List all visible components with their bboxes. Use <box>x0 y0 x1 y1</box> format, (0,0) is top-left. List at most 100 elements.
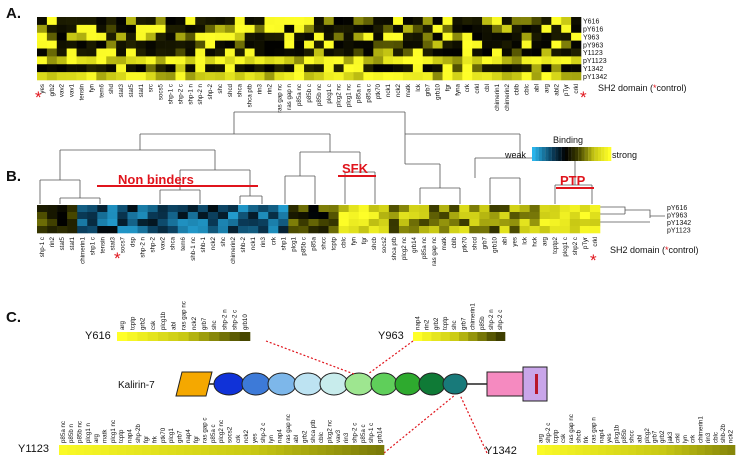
bar-label: socs2 <box>227 426 234 443</box>
column-label: fyna <box>454 83 461 95</box>
heatmap-cell <box>254 48 265 57</box>
heatmap-cell <box>224 72 236 81</box>
heatmap-cell <box>571 32 582 41</box>
bar-label: rin2 <box>424 319 431 330</box>
heatmap-cell <box>274 24 285 34</box>
column-label: crk <box>270 236 277 245</box>
column-label: lck <box>415 83 422 91</box>
bar-segment <box>159 445 168 455</box>
column-label: plcg1 c <box>562 237 569 257</box>
heatmap-cell <box>489 212 500 220</box>
bar-label: plcg1b <box>613 424 620 443</box>
column-label: arg <box>542 236 549 246</box>
heatmap-cell <box>185 40 196 49</box>
bar-segment <box>127 332 138 341</box>
y1123-site-label: Y1123 <box>18 443 49 455</box>
sfk-label: SFK <box>342 161 369 176</box>
heatmap-cell <box>177 226 189 234</box>
heatmap-cell <box>439 226 450 234</box>
heatmap-cell <box>491 17 503 26</box>
bar-segment <box>582 445 591 455</box>
legend-weak: weak <box>504 150 527 160</box>
spectrin-repeat-4 <box>293 372 323 396</box>
heatmap-cell <box>107 226 118 234</box>
heatmap-cell <box>419 226 430 234</box>
heatmap-cell <box>422 32 433 41</box>
heatmap-cell <box>422 64 433 73</box>
heatmap-cell <box>338 205 349 213</box>
spectrin-repeat-8 <box>394 372 422 396</box>
heatmap-cell <box>482 64 493 73</box>
column-label: grb14 <box>411 236 418 252</box>
heatmap-cell <box>86 72 97 81</box>
heatmap-cell <box>358 205 370 213</box>
column-label: p85a <box>310 236 317 250</box>
heatmap-cell <box>363 72 374 81</box>
heatmap-cell <box>207 205 219 213</box>
column-label: shca <box>170 236 177 250</box>
heatmap-cell <box>177 219 189 227</box>
heatmap-cell <box>37 64 48 73</box>
column-label: shp-1 c <box>39 237 46 257</box>
panel-a-heatmap <box>37 17 582 81</box>
heatmap-cell <box>348 205 360 213</box>
heatmap-cell <box>294 72 305 81</box>
heatmap-cell <box>393 56 404 65</box>
heatmap-cell <box>264 40 275 49</box>
heatmap-cell <box>429 219 440 227</box>
heatmap-cell <box>422 17 433 26</box>
heatmap-cell <box>165 72 176 81</box>
heatmap-cell <box>126 40 137 49</box>
column-label: chimerin1 <box>79 236 86 263</box>
column-label: chimerin1 <box>494 83 501 110</box>
bar-label: fgr <box>193 436 200 443</box>
heatmap-cell <box>348 212 360 220</box>
heatmap-cell <box>177 205 189 213</box>
heatmap-cell <box>76 48 87 57</box>
bar-segment <box>242 445 251 455</box>
heatmap-cell <box>268 212 279 220</box>
heatmap-cell <box>482 17 493 26</box>
bar-label: nck2 <box>728 429 735 443</box>
bar-segment <box>359 445 368 455</box>
heatmap-cell <box>479 212 490 220</box>
heatmap-cell <box>56 72 67 81</box>
legend-swatch <box>588 147 592 161</box>
column-label: tensin <box>99 236 106 253</box>
heatmap-cell <box>569 212 581 220</box>
heatmap-cell <box>97 212 108 220</box>
column-label: shca <box>237 83 244 97</box>
heatmap-cell <box>46 40 58 49</box>
legend-strong: strong <box>612 150 637 160</box>
heatmap-cell <box>77 212 88 220</box>
heatmap-cell <box>97 219 108 227</box>
heatmap-cell <box>469 226 480 234</box>
column-label: tem6 <box>180 236 187 250</box>
heatmap-cell <box>37 17 48 26</box>
heatmap-cell <box>298 212 309 220</box>
heatmap-cell <box>318 212 329 220</box>
heatmap-cell <box>298 219 309 227</box>
heatmap-cell <box>571 72 582 81</box>
bar-segment <box>620 445 629 455</box>
heatmap-cell <box>205 64 216 73</box>
heatmap-cell <box>408 205 420 213</box>
heatmap-cell <box>373 17 384 26</box>
heatmap-cell <box>96 32 107 41</box>
heatmap-cell <box>274 40 285 49</box>
bar-label: rin3 <box>343 432 350 443</box>
bar-label: tcptp <box>129 316 136 330</box>
heatmap-cell <box>353 48 364 57</box>
heatmap-cell <box>304 48 315 57</box>
heatmap-cell <box>147 219 158 227</box>
heatmap-cell <box>482 40 493 49</box>
heatmap-cell <box>338 226 349 234</box>
bar-segment <box>440 332 451 341</box>
heatmap-cell <box>472 17 483 26</box>
bar-label: shp-2 n <box>221 309 228 330</box>
heatmap-cell <box>442 24 453 34</box>
heatmap-cell <box>378 219 390 227</box>
heatmap-cell <box>551 24 562 34</box>
heatmap-cell <box>205 40 216 49</box>
heatmap-cell <box>313 24 325 34</box>
